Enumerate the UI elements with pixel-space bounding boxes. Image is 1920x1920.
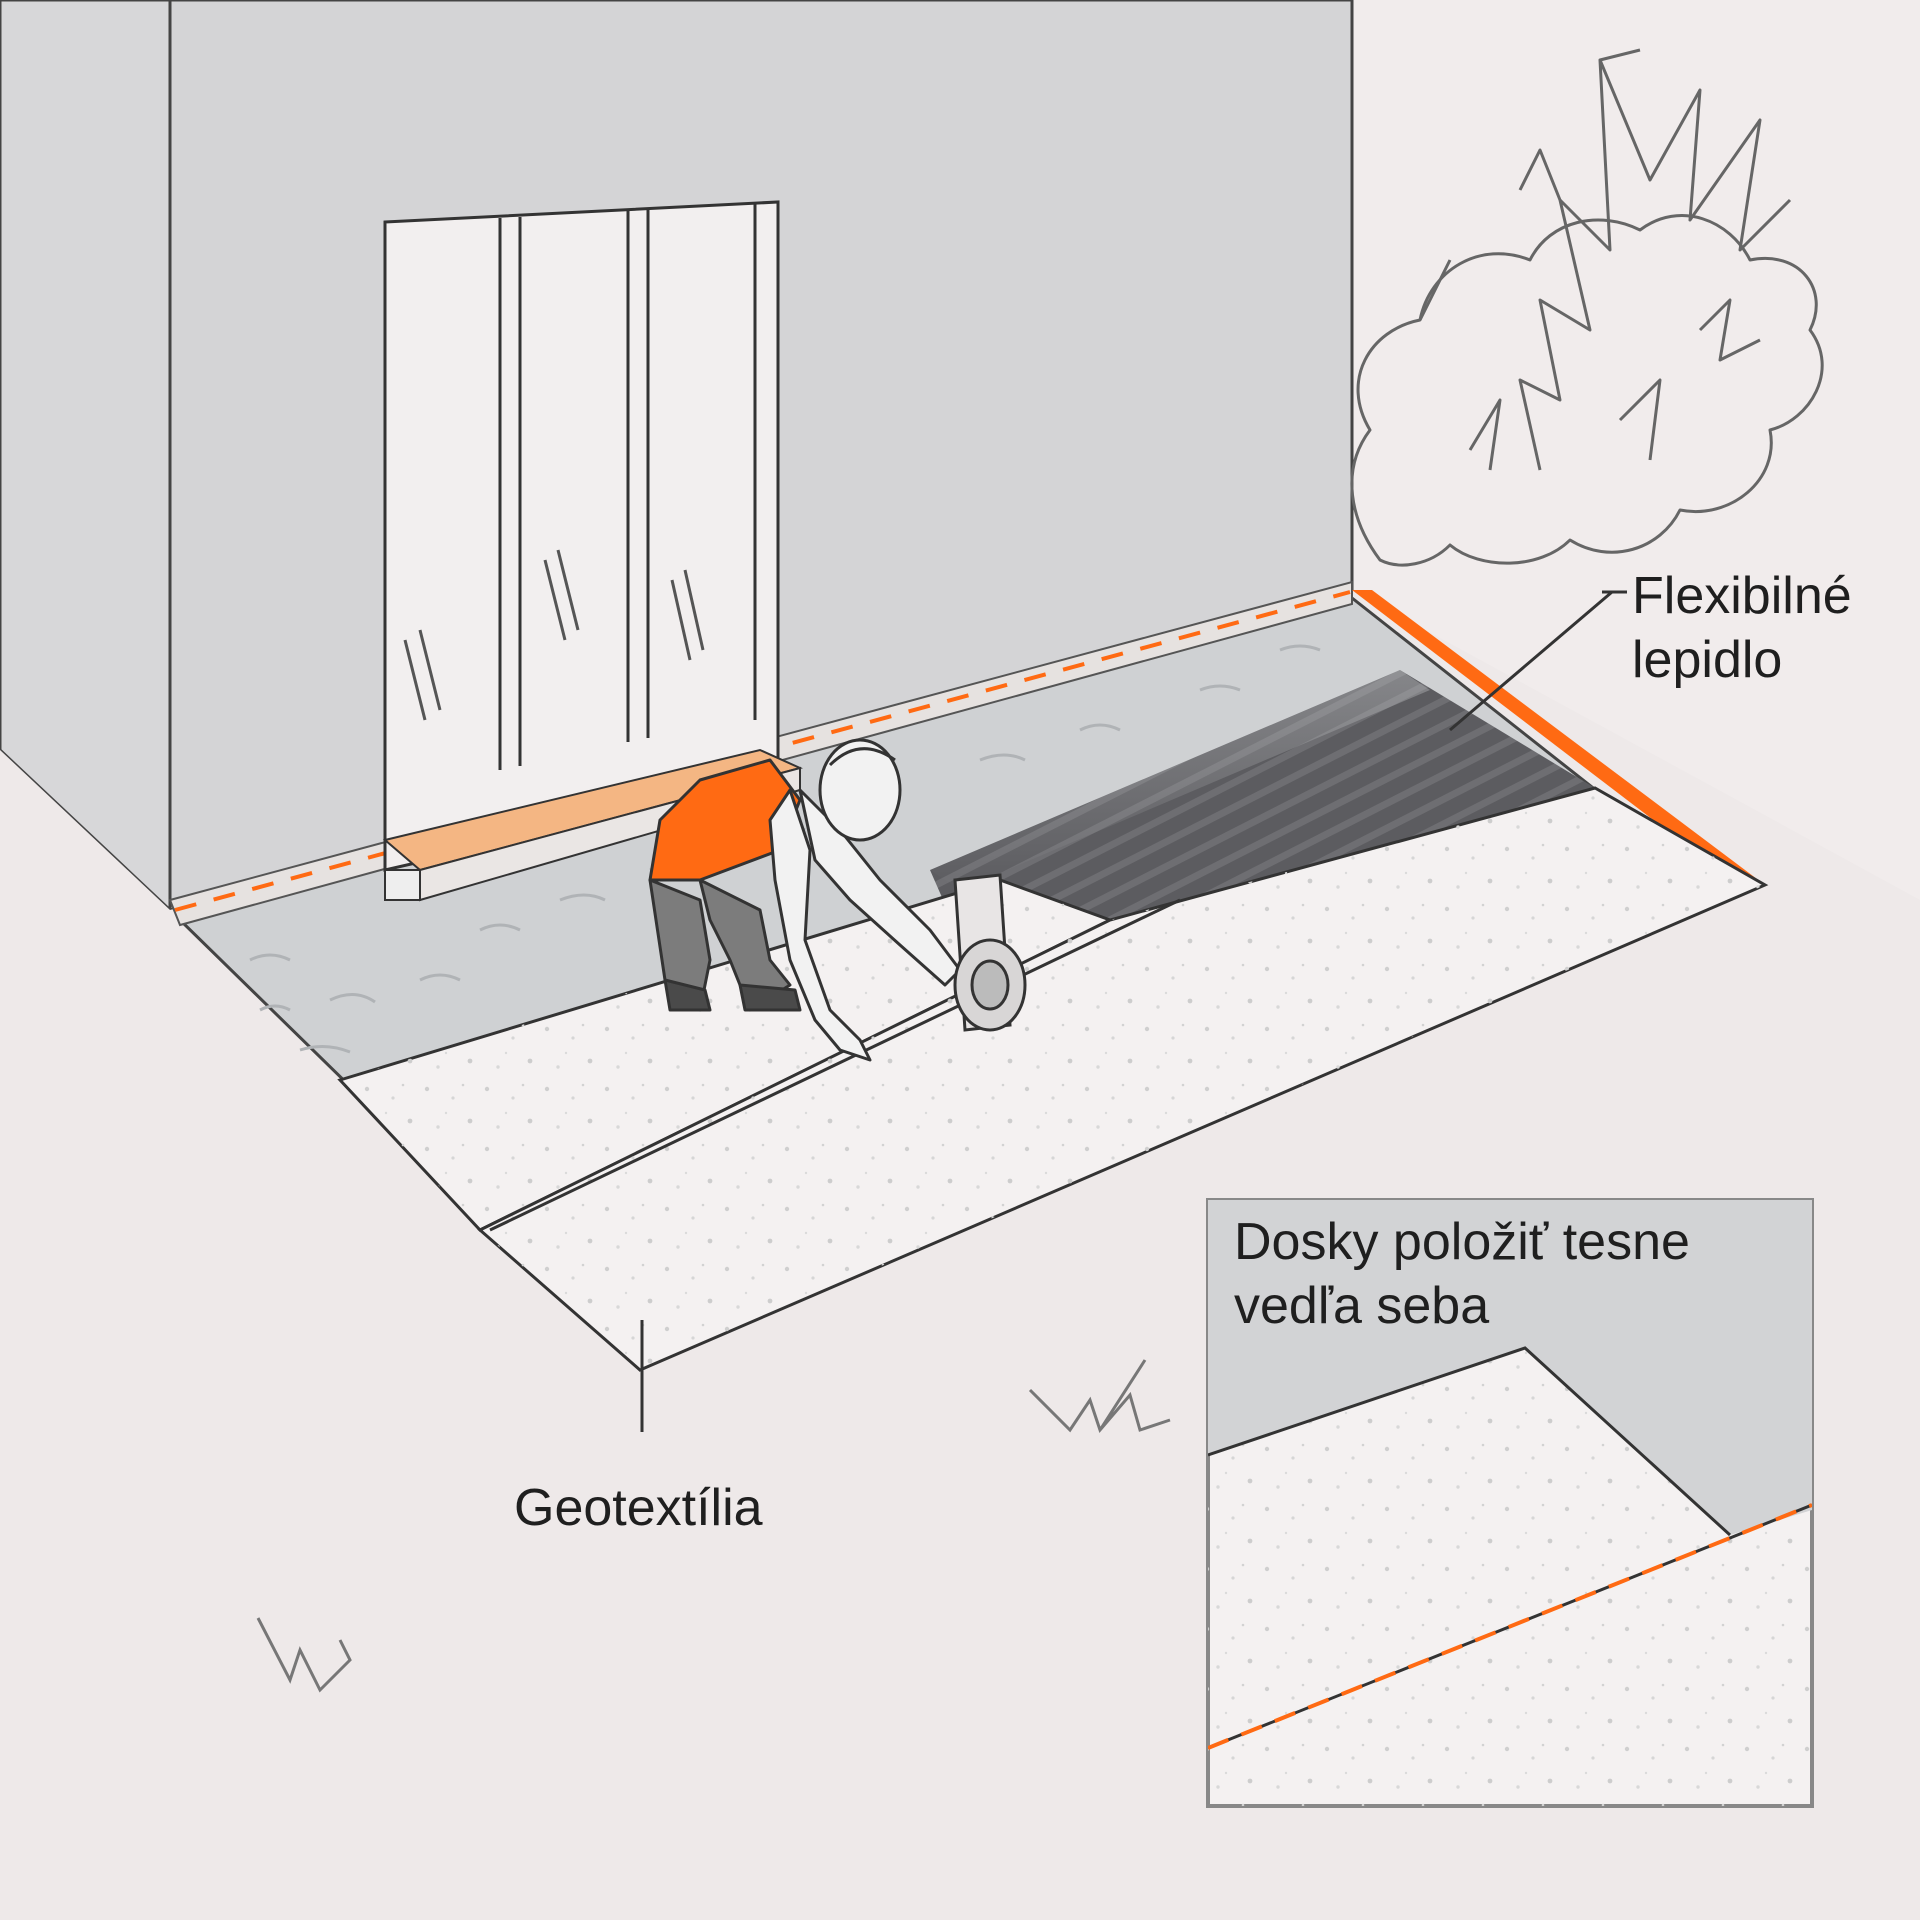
left-wall [0, 0, 172, 914]
adhesive-leader [1449, 590, 1613, 732]
orange-edge [1352, 590, 1765, 890]
grass-sketch [256, 1359, 1171, 1693]
right-wall [1352, 0, 1920, 900]
flexible-adhesive-label-line-2: lepidlo [1632, 631, 1783, 689]
geotextile-label: Geotextília [514, 1479, 763, 1537]
inset-note-label: Dosky položiť tesne vedľa seba [1234, 1210, 1690, 1338]
flexible-adhesive-label-line-1: Flexibilné [1632, 567, 1852, 625]
inset-note-line-1: Dosky položiť tesne [1234, 1213, 1690, 1271]
inset-note-line-2: vedľa seba [1234, 1277, 1490, 1335]
geotextile-sheets [337, 786, 1769, 1372]
worker [648, 738, 962, 1062]
plant-sketch [1350, 48, 1824, 567]
geotextile-roll [953, 873, 1027, 1032]
inset-detail [1206, 1198, 1814, 1808]
flexible-adhesive-label: Flexibilné lepidlo [1632, 564, 1852, 692]
patio-door [382, 200, 803, 902]
